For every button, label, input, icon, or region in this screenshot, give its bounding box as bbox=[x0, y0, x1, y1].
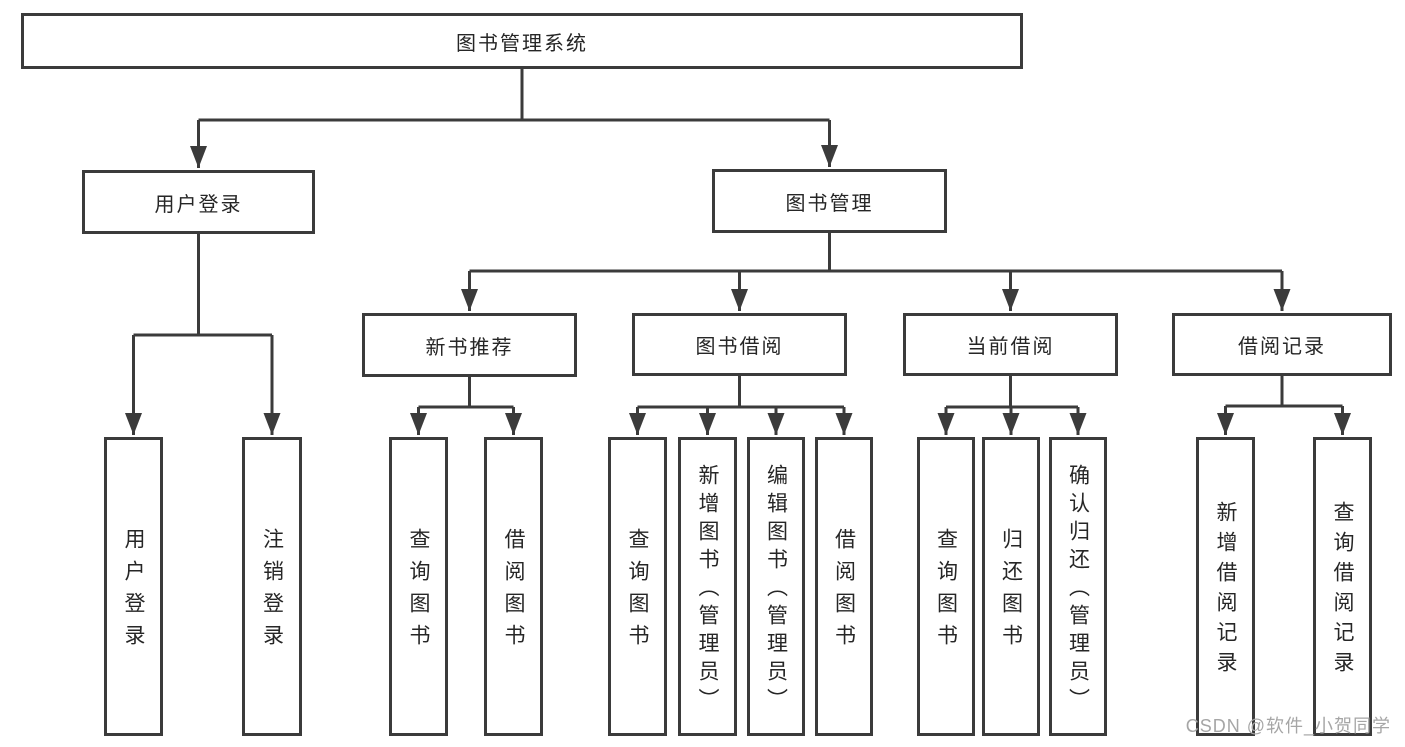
node-label: 图书管理 bbox=[785, 192, 874, 215]
node-label: 确认归还（管理员） bbox=[1066, 464, 1090, 716]
node-borrowing-records: 借阅记录 bbox=[1172, 313, 1392, 376]
node-label: 查询图书 bbox=[407, 528, 430, 656]
node-label: 当前借阅 bbox=[966, 336, 1055, 358]
node-label: 新增借阅记录 bbox=[1214, 501, 1237, 681]
leaf-logout-login: 注销登录 bbox=[242, 437, 302, 736]
node-current-borrowing: 当前借阅 bbox=[903, 313, 1118, 376]
node-label: 图书借阅 bbox=[695, 336, 784, 358]
node-label: 编辑图书（管理员） bbox=[764, 464, 788, 716]
node-label: 注销登录 bbox=[260, 528, 284, 656]
node-label: 新书推荐 bbox=[425, 336, 514, 359]
node-label: 借阅图书 bbox=[502, 528, 525, 656]
node-new-book-recommend: 新书推荐 bbox=[362, 313, 577, 377]
leaf-borrow-book-borrowing: 借阅图书 bbox=[815, 437, 873, 736]
node-label: 归还图书 bbox=[999, 528, 1023, 656]
leaf-query-book-recommend: 查询图书 bbox=[389, 437, 448, 736]
leaf-add-book-admin: 新增图书（管理员） bbox=[678, 437, 737, 736]
node-book-borrowing: 图书借阅 bbox=[632, 313, 847, 376]
node-label: 查询借阅记录 bbox=[1331, 501, 1354, 681]
node-library-management-system: 图书管理系统 bbox=[21, 13, 1023, 69]
leaf-add-borrow-record: 新增借阅记录 bbox=[1196, 437, 1255, 736]
csdn-watermark: CSDN @软件_小贺同学 bbox=[1185, 716, 1391, 736]
node-book-management: 图书管理 bbox=[712, 169, 947, 233]
node-user-login: 用户登录 bbox=[82, 170, 315, 234]
node-label: 新增图书（管理员） bbox=[696, 464, 719, 716]
node-label: 图书管理系统 bbox=[456, 32, 588, 55]
leaf-edit-book-admin: 编辑图书（管理员） bbox=[747, 437, 805, 736]
leaf-query-borrow-record: 查询借阅记录 bbox=[1313, 437, 1372, 736]
leaf-user-login: 用户登录 bbox=[104, 437, 163, 736]
node-label: 借阅记录 bbox=[1238, 336, 1326, 358]
leaf-confirm-return-admin: 确认归还（管理员） bbox=[1049, 437, 1107, 736]
leaf-borrow-book-recommend: 借阅图书 bbox=[484, 437, 543, 736]
node-label: 借阅图书 bbox=[832, 528, 856, 656]
node-label: 用户登录 bbox=[122, 528, 145, 656]
node-label: 查询图书 bbox=[626, 528, 649, 656]
leaf-query-book-current: 查询图书 bbox=[917, 437, 975, 736]
leaf-return-book: 归还图书 bbox=[982, 437, 1040, 736]
leaf-query-book-borrowing: 查询图书 bbox=[608, 437, 667, 736]
node-label: 用户登录 bbox=[154, 193, 243, 216]
node-label: 查询图书 bbox=[934, 528, 958, 656]
